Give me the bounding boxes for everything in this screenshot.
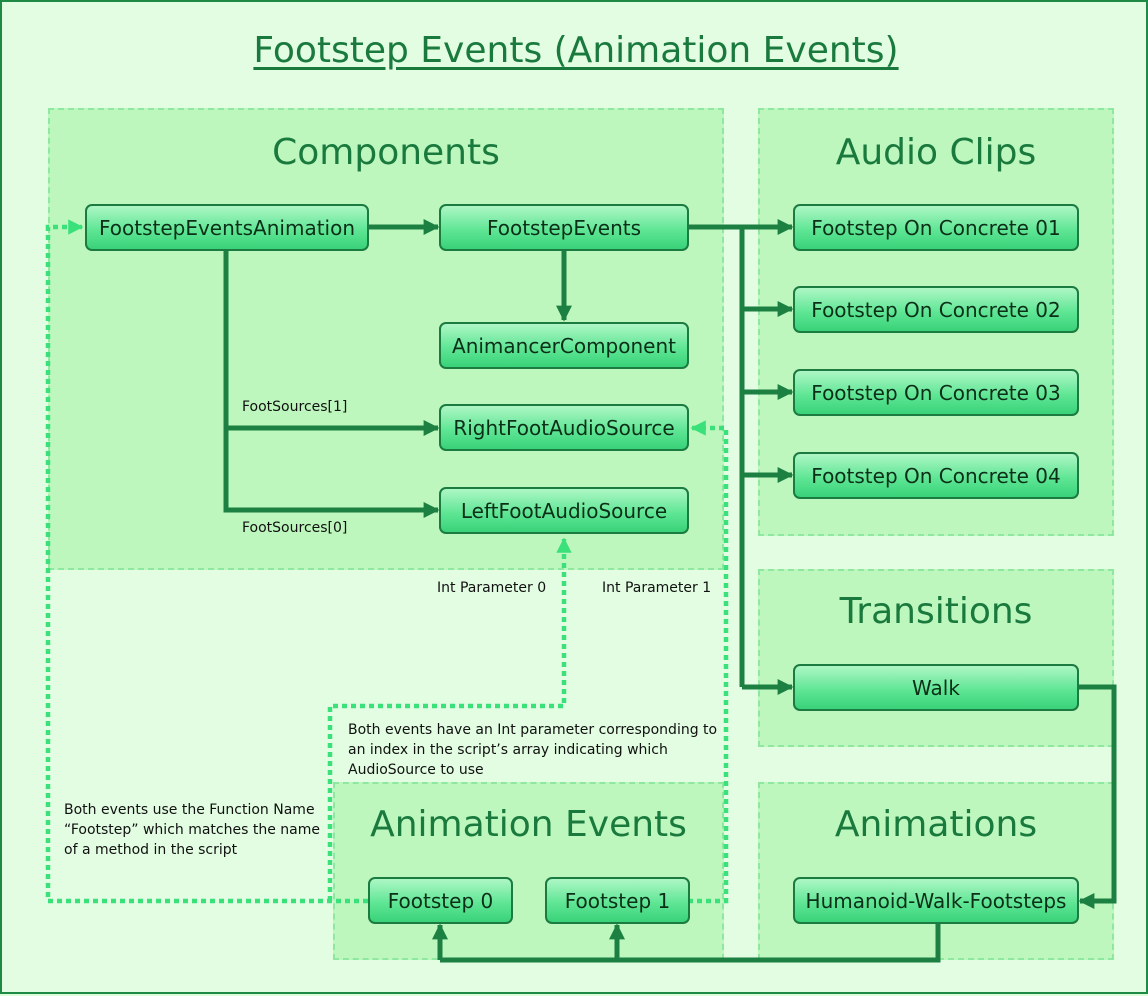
animancer-component-node: AnimancerComponent	[439, 322, 689, 369]
dotted-footstep1-to-right-source	[688, 420, 729, 904]
transitions-group: Transitions	[758, 569, 1114, 747]
animation-bottom-bus	[440, 923, 941, 963]
foot-sources-0-label: FootSources[0]	[242, 520, 348, 536]
int-parameter-note: Both events have an Int parameter corres…	[348, 722, 718, 778]
transitions-group-title: Transitions	[839, 591, 1033, 632]
footstep-1-node: Footstep 1	[545, 877, 690, 924]
animation-events-group-title: Animation Events	[370, 804, 687, 845]
concrete-04-node: Footstep On Concrete 04	[793, 452, 1079, 499]
walk-node: Walk	[793, 664, 1079, 711]
footstep-events-animation-node: FootstepEventsAnimation	[85, 204, 369, 251]
concrete-01-node: Footstep On Concrete 01	[793, 204, 1079, 251]
left-foot-audio-source-node: LeftFootAudioSource	[439, 487, 689, 534]
arrow-foot-sources-0	[223, 428, 440, 519]
animations-group: Animations	[758, 782, 1114, 960]
concrete-02-node: Footstep On Concrete 02	[793, 286, 1079, 333]
components-group-title: Components	[272, 132, 500, 173]
right-foot-audio-source-node: RightFootAudioSource	[439, 404, 689, 451]
function-name-note: Both events use the Function Name “Foots…	[64, 802, 320, 858]
animations-group-title: Animations	[834, 804, 1038, 845]
arrow-walk-to-animation	[1078, 684, 1117, 910]
footstep-events-node: FootstepEvents	[439, 204, 689, 251]
diagram-title: Footstep Events (Animation Events)	[253, 30, 899, 71]
footstep-0-node: Footstep 0	[368, 877, 513, 924]
humanoid-walk-footsteps-node: Humanoid-Walk-Footsteps	[793, 877, 1079, 924]
foot-sources-1-label: FootSources[1]	[242, 399, 348, 415]
int-parameter-1-label: Int Parameter 1	[602, 580, 712, 596]
concrete-03-node: Footstep On Concrete 03	[793, 369, 1079, 416]
dotted-footstep0-to-script	[45, 219, 368, 904]
audio-clips-group-title: Audio Clips	[835, 132, 1037, 173]
int-parameter-0-label: Int Parameter 0	[437, 580, 547, 596]
